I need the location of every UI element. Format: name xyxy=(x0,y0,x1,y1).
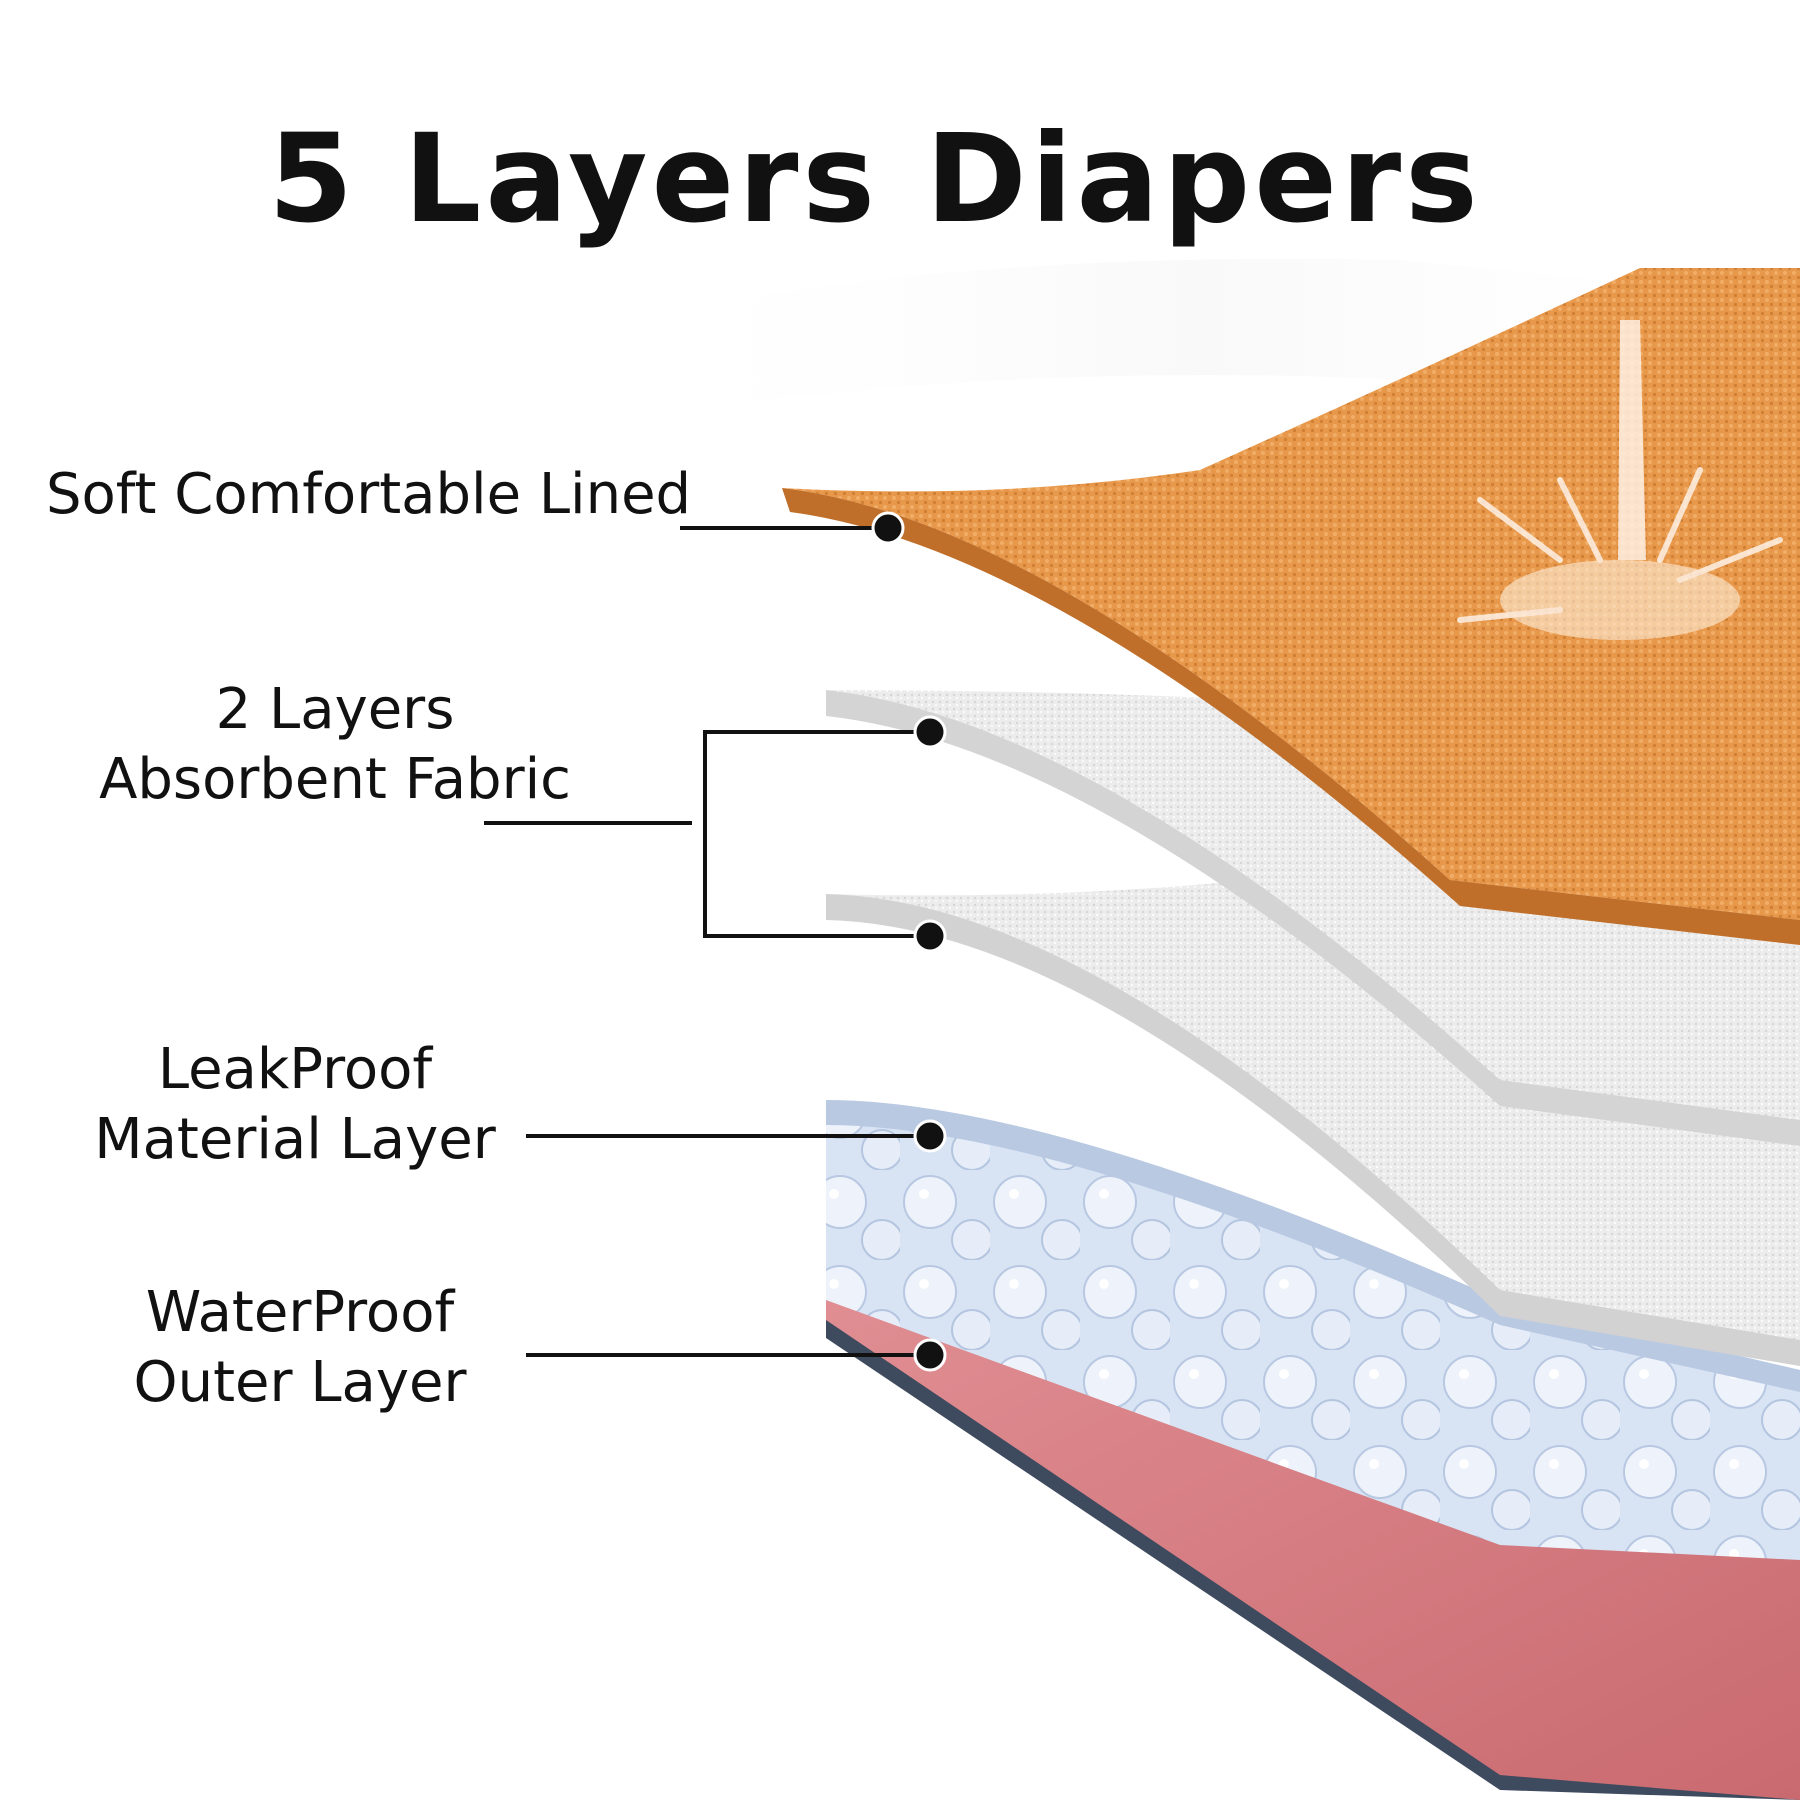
label-absorbent-line1: 2 Layers xyxy=(215,677,455,742)
water-splash-icon xyxy=(1457,320,1783,640)
label-leakproof-line2: Material Layer xyxy=(94,1107,496,1172)
leader-lines xyxy=(484,526,930,1357)
absorbent-lower-edge xyxy=(826,894,1800,1366)
label-waterproof-line1: WaterProof xyxy=(145,1280,455,1345)
dot-lined xyxy=(871,511,905,545)
dot-leakproof xyxy=(913,1119,947,1153)
label-waterproof-outer: WaterProof Outer Layer xyxy=(70,1278,530,1418)
pink-outer-layer xyxy=(826,1300,1800,1800)
label-absorbent-fabric: 2 Layers Absorbent Fabric xyxy=(40,675,630,815)
label-lined-text: Soft Comfortable Lined xyxy=(46,462,692,527)
label-leakproof-line1: LeakProof xyxy=(157,1037,433,1102)
dot-waterproof xyxy=(913,1338,947,1372)
leader-dots xyxy=(871,511,947,1372)
label-leakproof-material: LeakProof Material Layer xyxy=(60,1035,530,1175)
dot-absorbent-lower xyxy=(913,919,947,953)
leader-bracket-absorbent xyxy=(703,730,728,938)
bubble-leakproof-layer xyxy=(826,1100,1800,1560)
absorbent-layer-lower xyxy=(826,880,1800,1340)
label-soft-comfortable-lined: Soft Comfortable Lined xyxy=(46,460,691,530)
label-waterproof-line2: Outer Layer xyxy=(133,1350,467,1415)
absorbent-layer-upper xyxy=(826,690,1800,1120)
dot-absorbent-upper xyxy=(913,715,947,749)
page-title: 5 Layers Diapers xyxy=(268,108,1482,250)
label-absorbent-line2: Absorbent Fabric xyxy=(99,747,571,812)
orange-lined-layer xyxy=(782,268,1800,920)
